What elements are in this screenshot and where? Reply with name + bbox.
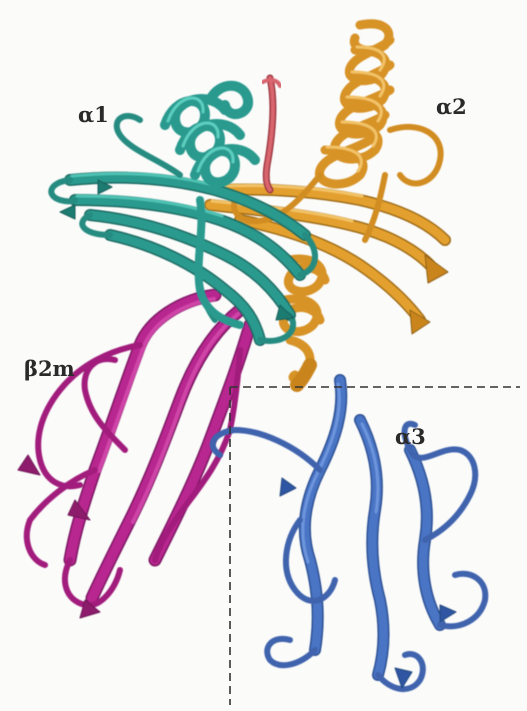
alpha2-label: α2 (436, 94, 467, 119)
alpha3-label: α3 (395, 424, 426, 449)
alpha1-label: α1 (78, 102, 109, 127)
beta2m-label: β2m (24, 356, 75, 381)
